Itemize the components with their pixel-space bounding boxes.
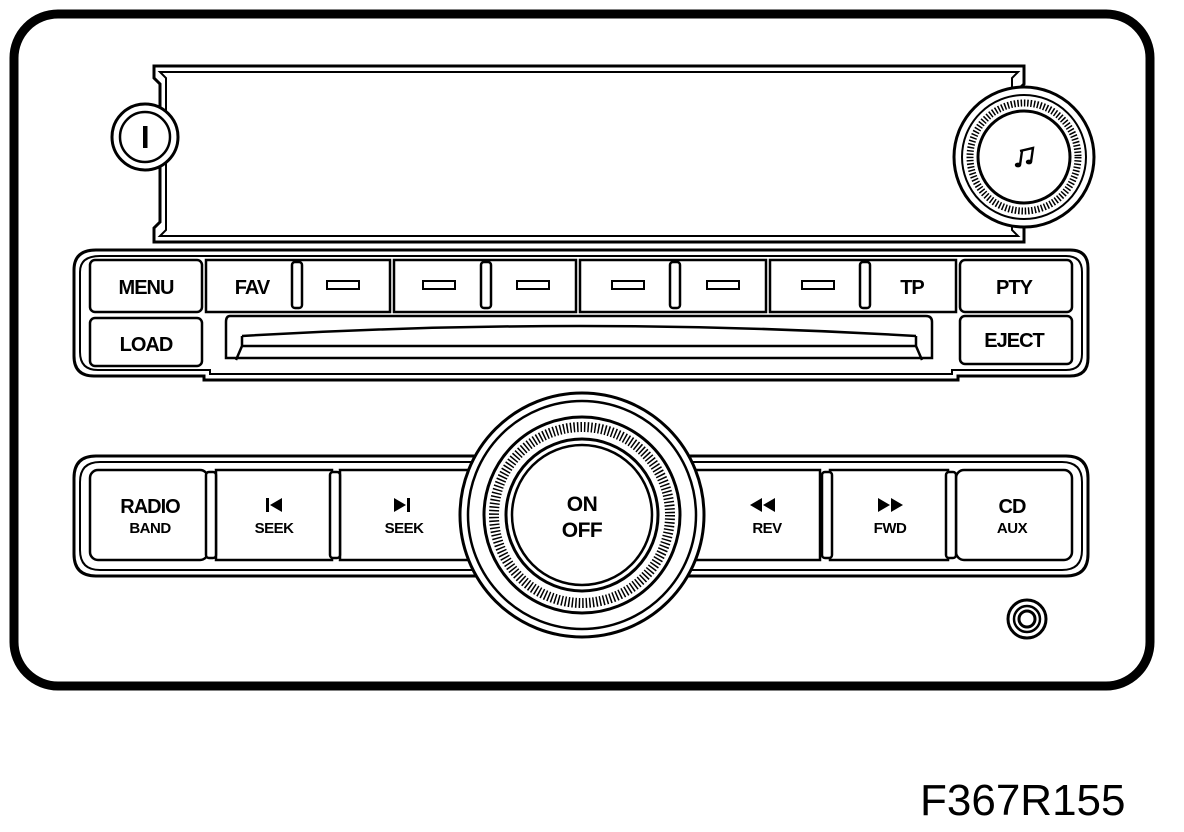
tune-knob[interactable] [952,85,1096,229]
seek-forward-button[interactable] [338,468,470,562]
eject-button[interactable] [958,314,1074,366]
seek-forward-icon [394,498,410,512]
cd-label: CD [999,496,1026,518]
on-off-knob[interactable] [458,391,706,639]
display-window [152,64,1026,244]
menu-button[interactable] [88,258,204,314]
rev-button[interactable] [692,468,822,562]
pty-button[interactable] [958,258,1074,314]
tp-label: TP [900,277,924,299]
fwd-label: FWD [874,520,907,537]
lower-dividers [204,470,958,560]
music-note-icon [1014,146,1035,168]
figure-id: F367R155 [920,776,1126,825]
aux-label: AUX [997,520,1028,537]
on-label: ON [567,493,598,516]
load-button[interactable] [88,316,204,368]
rev-label: REV [752,520,782,537]
power-volume-knob[interactable] [110,102,180,172]
fav-label: FAV [235,277,271,299]
rewind-icon [750,498,775,512]
fast-forward-icon [878,498,903,512]
fwd-button[interactable] [828,468,950,562]
seek-back-label: SEEK [255,520,295,537]
aux-input-jack [1006,598,1048,640]
radio-label: RADIO [120,496,180,518]
seek-back-icon [266,498,282,512]
off-label: OFF [562,519,603,542]
eject-label: EJECT [984,330,1044,352]
seek-back-button[interactable] [214,468,334,562]
cd-slot [224,314,934,361]
band-label: BAND [129,520,171,537]
preset-indicators [290,260,872,310]
menu-label: MENU [119,277,174,299]
load-label: LOAD [120,334,173,356]
pty-label: PTY [996,277,1034,299]
power-icon [143,126,148,148]
seek-forward-label: SEEK [385,520,425,537]
